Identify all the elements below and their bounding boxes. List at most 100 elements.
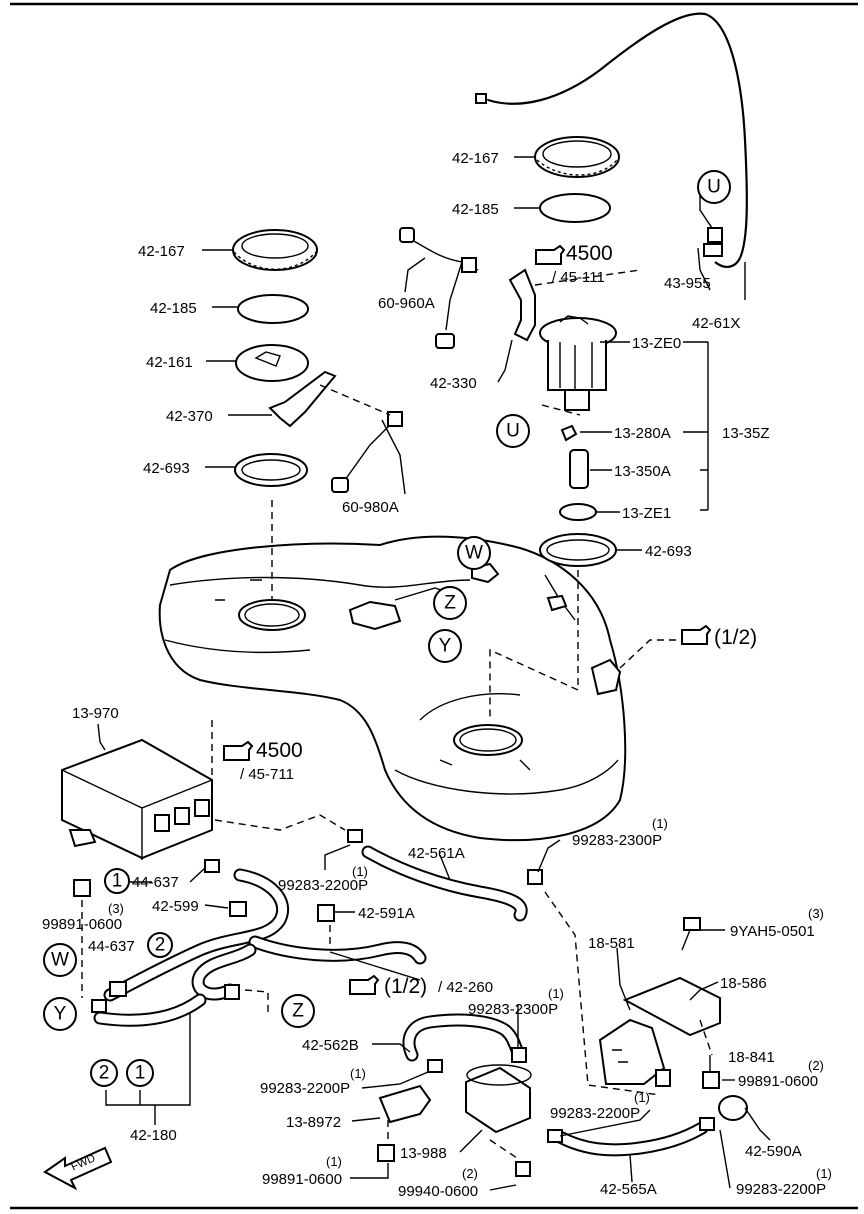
ref-top-number: 4500	[566, 242, 613, 265]
label-42-565A: 42-565A	[600, 1181, 657, 1198]
pump-gasket	[559, 503, 597, 521]
hand-pointer-icon-half-bottom	[349, 974, 380, 995]
nut-99891-0600-c	[377, 1144, 395, 1162]
callout-1-a: 1	[104, 868, 130, 894]
connector-44-637-a	[204, 859, 220, 873]
label-18-586: 18-586	[720, 975, 767, 992]
gasket-left	[237, 294, 309, 324]
fwd-arrow: FWD	[43, 1146, 113, 1191]
joint-42-599	[229, 901, 247, 917]
label-42-161: 42-161	[146, 354, 193, 371]
label-13-970: 13-970	[72, 705, 119, 722]
label-13-8972: 13-8972	[286, 1114, 341, 1131]
label-13-350A: 13-350A	[614, 463, 671, 480]
bracket-18-581	[598, 1018, 666, 1085]
label-99891-0600-b: 99891-0600	[738, 1073, 818, 1090]
svg-text:W: W	[51, 950, 69, 971]
clamp-99283-2200P-c	[547, 1129, 563, 1143]
line-connector-top	[475, 93, 487, 104]
qty-99940-0600: (2)	[462, 1166, 478, 1181]
nut-99891-0600-b	[702, 1071, 720, 1089]
ref-top-sub: / 45-111	[552, 269, 605, 286]
valve-42-590A	[718, 1095, 748, 1121]
label-42-370: 42-370	[166, 408, 213, 425]
fuel-filter-body	[569, 449, 589, 489]
label-44-637-a: 44-637	[132, 874, 179, 891]
hand-pointer-icon-mid	[223, 740, 254, 761]
label-99283-2200P-d: 99283-2200P	[736, 1181, 826, 1198]
svg-text:Z: Z	[444, 593, 456, 614]
qty-99891-0600-c: (1)	[326, 1154, 342, 1169]
label-13-ZE0: 13-ZE0	[632, 335, 681, 352]
lock-ring-lower-left	[234, 453, 308, 487]
charcoal-canister	[61, 738, 213, 860]
callout-U-top: U	[697, 170, 731, 204]
ref-half-bottom: (1/2)	[384, 975, 427, 998]
label-42-167-top: 42-167	[452, 150, 499, 167]
label-99283-2300P-a: 99283-2300P	[572, 832, 662, 849]
qty-9YAH5-0501: (3)	[808, 906, 824, 921]
bracket-13-8972	[378, 1084, 432, 1124]
callout-Y-left: Y	[43, 997, 77, 1031]
label-44-637-b: 44-637	[88, 938, 135, 955]
lock-ring-top	[534, 136, 620, 178]
nut-99891-0600-a	[73, 879, 91, 897]
clamp-42-591A	[317, 904, 335, 922]
svg-text:U: U	[506, 421, 520, 442]
qty-99891-0600-b: (2)	[808, 1058, 824, 1073]
label-42-167-left: 42-167	[138, 243, 185, 260]
fuel-gauge-sender	[508, 268, 536, 342]
hose-42-561A	[361, 845, 528, 922]
label-42-61X: 42-61X	[692, 315, 740, 332]
callout-Z-tank: Z	[433, 586, 467, 620]
svg-text:W: W	[465, 543, 483, 564]
fuel-filter-element	[560, 424, 578, 442]
qty-99283-2200P-c: (1)	[634, 1090, 650, 1105]
label-42-599: 42-599	[152, 898, 199, 915]
label-99891-0600-c: 99891-0600	[262, 1171, 342, 1188]
svg-text:2: 2	[99, 1063, 110, 1084]
label-18-581: 18-581	[588, 935, 635, 952]
svg-text:1: 1	[112, 871, 123, 892]
label-99891-0600-a: 99891-0600	[42, 916, 122, 933]
callout-U-mid: U	[496, 414, 530, 448]
clamp-99283-2200P-b	[427, 1059, 443, 1073]
ref-mid-number: 4500	[256, 739, 303, 762]
fuel-line-top	[487, 12, 748, 268]
svg-text:Y: Y	[54, 1004, 67, 1025]
label-42-693-right: 42-693	[645, 543, 692, 560]
label-99283-2200P-c: 99283-2200P	[550, 1105, 640, 1122]
label-42-693-left: 42-693	[143, 460, 190, 477]
svg-text:1: 1	[135, 1063, 146, 1084]
fuel-pump-module	[539, 315, 617, 411]
svg-text:Z: Z	[292, 1001, 304, 1022]
label-18-841: 18-841	[728, 1049, 775, 1066]
label-42-260: / 42-260	[438, 979, 493, 996]
qty-99283-2200P-a: (1)	[352, 864, 368, 879]
label-42-185-left: 42-185	[150, 300, 197, 317]
label-60-960A: 60-960A	[378, 295, 435, 312]
qty-99283-2300P-b: (1)	[548, 986, 564, 1001]
fuel-tank	[158, 535, 627, 842]
lock-ring-bottom-right	[539, 533, 617, 567]
ref-mid-sub: / 45-711	[240, 766, 294, 783]
qty-99283-2300P-a: (1)	[652, 816, 668, 831]
jet-pump-42-370	[268, 370, 337, 428]
gasket-top	[539, 193, 611, 223]
label-42-180: 42-180	[130, 1127, 177, 1144]
bracket-18-586	[622, 976, 721, 1037]
bolt-9YAH5-0501	[683, 917, 701, 931]
qty-99283-2200P-b: (1)	[350, 1066, 366, 1081]
label-42-561A: 42-561A	[408, 845, 465, 862]
sender-wire-60-980A	[344, 419, 396, 481]
callout-Y-tank: Y	[428, 629, 462, 663]
tank-vent-valve	[348, 600, 402, 631]
hose-assembly-42-180	[93, 868, 427, 1027]
label-42-562B: 42-562B	[302, 1037, 359, 1054]
label-42-590A: 42-590A	[745, 1143, 802, 1160]
qty-99283-2200P-d: (1)	[816, 1166, 832, 1181]
tank-opening-right	[453, 724, 523, 756]
clamp-99283-2300P-b	[511, 1047, 527, 1063]
label-13-35Z: 13-35Z	[722, 425, 770, 442]
